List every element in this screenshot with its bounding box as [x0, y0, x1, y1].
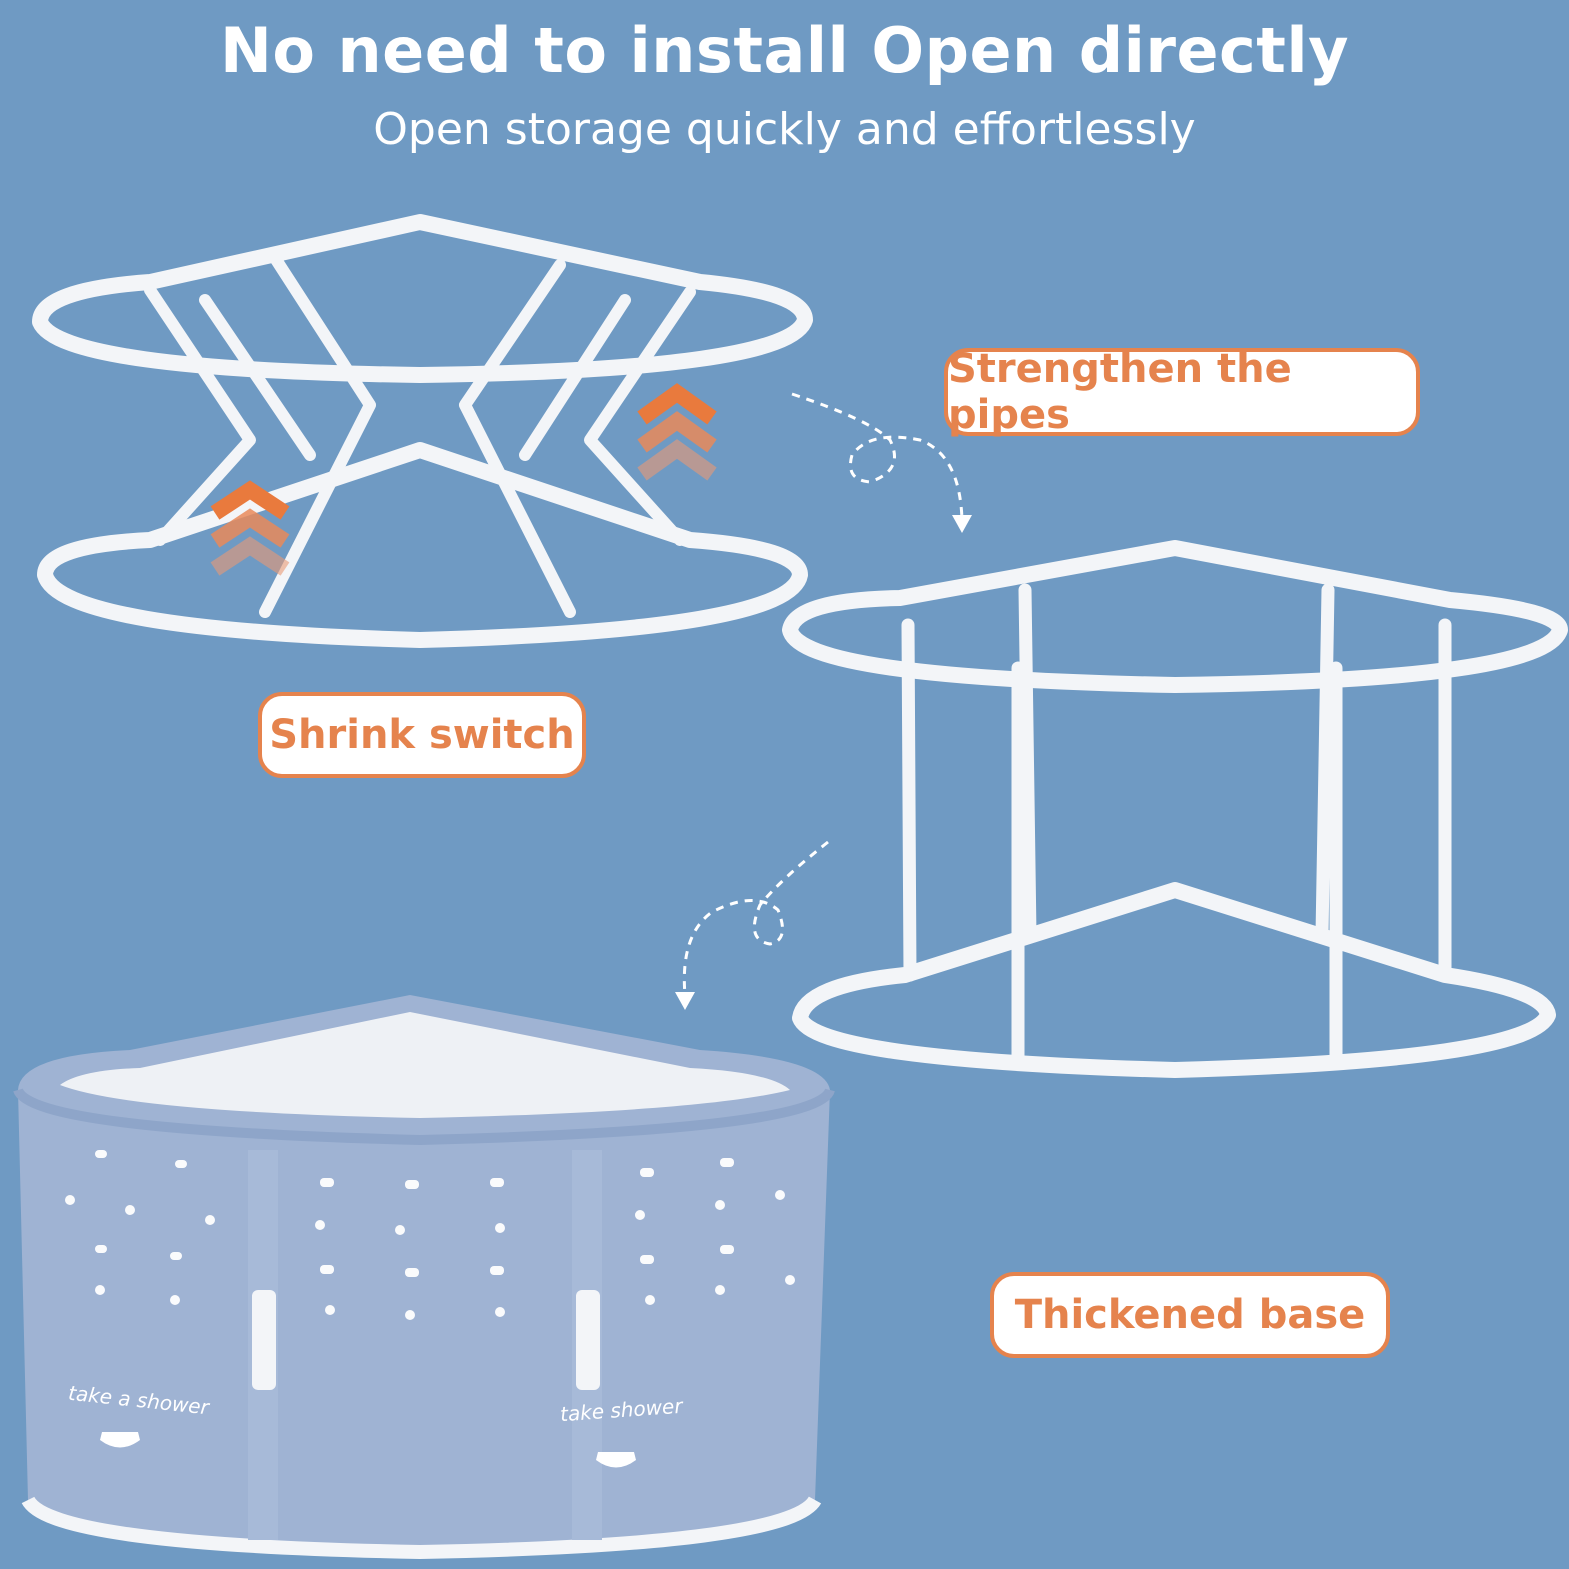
- open-frame: [782, 540, 1568, 1078]
- folded-frame: [32, 214, 813, 648]
- label-shrink-switch: Shrink switch: [258, 692, 586, 778]
- dashed-arrow-icon: [791, 392, 964, 521]
- label-strengthen-text: Strengthen the pipes: [948, 346, 1292, 438]
- up-chevrons-icon: [210, 383, 717, 576]
- label-thickened-base: Thickened base: [990, 1272, 1390, 1358]
- page-subtitle: Open storage quickly and effortlessly: [373, 104, 1196, 155]
- page-title: No need to install Open directly: [219, 14, 1350, 87]
- tub: [13, 995, 835, 1560]
- label-shrink-text: Shrink switch: [269, 712, 575, 758]
- dashed-arrow-icon: [682, 840, 829, 996]
- label-strengthen-pipes: Strengthen the pipes: [944, 346, 1420, 438]
- label-thickened-text: Thickened base: [1014, 1292, 1366, 1338]
